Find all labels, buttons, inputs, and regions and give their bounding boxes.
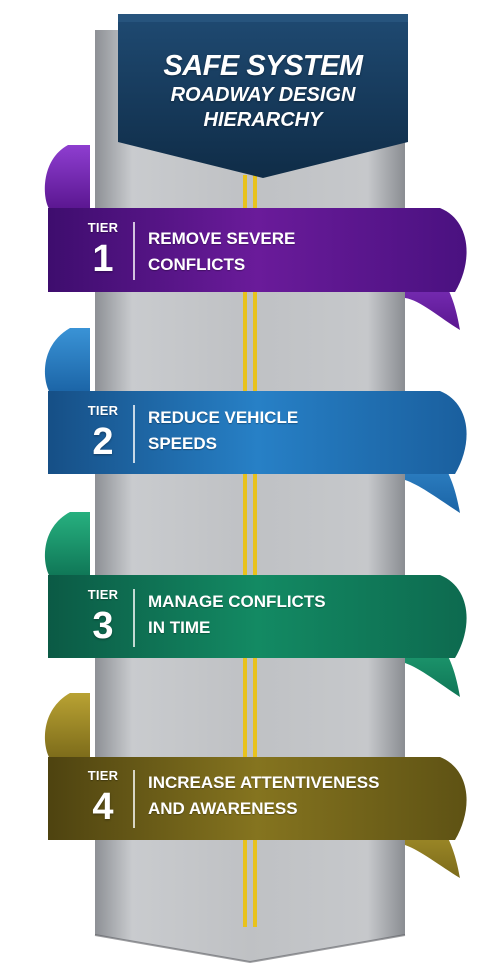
tier-4-title: INCREASE ATTENTIVENESS AND AWARENESS bbox=[148, 770, 468, 822]
tier-3-ribbon bbox=[44, 512, 467, 697]
tier-3-title-line1: MANAGE CONFLICTS bbox=[148, 592, 326, 611]
tier-2-label: TIER bbox=[87, 403, 119, 418]
tier-3-title: MANAGE CONFLICTS IN TIME bbox=[148, 589, 468, 641]
tier-2-divider bbox=[133, 405, 135, 463]
tier-1-ribbon bbox=[44, 145, 467, 330]
tier-1-label: TIER bbox=[87, 220, 119, 235]
tier-1-divider bbox=[133, 222, 135, 280]
tier-4-number: 4 bbox=[92, 786, 114, 828]
tier-4-label: TIER bbox=[87, 768, 119, 783]
tier-2-title-line1: REDUCE VEHICLE bbox=[148, 408, 299, 427]
tier-2-number: 2 bbox=[92, 421, 114, 463]
tier-3-divider bbox=[133, 589, 135, 647]
tier-2-title-line2: SPEEDS bbox=[148, 434, 217, 453]
tier-4-ribbon bbox=[44, 693, 467, 878]
header-line2: ROADWAY DESIGN bbox=[170, 84, 356, 106]
tier-1-title: REMOVE SEVERE CONFLICTS bbox=[148, 226, 468, 278]
road-centerline-left bbox=[243, 175, 247, 927]
header-line3: HIERARCHY bbox=[203, 109, 323, 131]
tier-4-title-line1: INCREASE ATTENTIVENESS bbox=[148, 773, 380, 792]
tier-2-title: REDUCE VEHICLE SPEEDS bbox=[148, 405, 468, 457]
tier-3-label: TIER bbox=[87, 587, 119, 602]
tier-3-number: 3 bbox=[92, 605, 114, 647]
header-title: SAFE SYSTEM ROADWAY DESIGN HIERARCHY bbox=[118, 50, 408, 133]
tier-1-title-line1: REMOVE SEVERE bbox=[148, 229, 296, 248]
tier-1-title-line2: CONFLICTS bbox=[148, 255, 246, 274]
tier-4-divider bbox=[133, 770, 135, 828]
tier-2-ribbon bbox=[44, 328, 467, 513]
header-line1: SAFE SYSTEM bbox=[163, 50, 363, 82]
tier-4-title-line2: AND AWARENESS bbox=[148, 799, 298, 818]
tier-3-title-line2: IN TIME bbox=[148, 618, 211, 637]
road-centerline-right bbox=[253, 175, 257, 927]
tier-1-number: 1 bbox=[92, 238, 114, 280]
header-banner bbox=[118, 14, 408, 178]
